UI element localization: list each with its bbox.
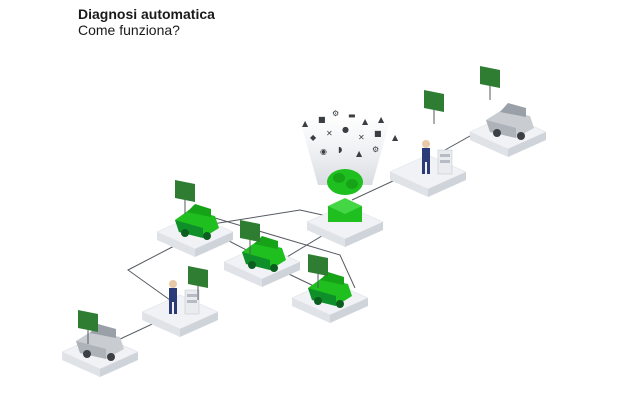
page-title: Diagnosi automatica [78, 6, 215, 22]
car-symbol-icon: ■ [374, 129, 382, 138]
engine-symbol-icon: ◆ [310, 133, 317, 142]
gear-symbol-icon: ⚙ [372, 145, 379, 154]
data-beam [300, 120, 390, 185]
connector-line [351, 179, 396, 201]
car-symbol-icon: ■ [318, 115, 326, 124]
node-car-end [469, 65, 547, 158]
warning-symbol-icon: ▲ [362, 117, 369, 126]
lightbulb-icon [423, 89, 445, 125]
tool-symbol-icon: ✕ [358, 133, 365, 142]
page-subtitle: Come funziona? [78, 22, 180, 38]
node-car-start [61, 309, 139, 378]
warning-symbol-icon: ▲ [302, 119, 309, 128]
gear-symbol-icon: ⚙ [332, 109, 339, 118]
node-green-car-1 [156, 179, 234, 258]
battery-symbol-icon: ▬ [348, 111, 356, 120]
node-technician-left [141, 265, 219, 338]
warning-symbol-icon: ▲ [378, 115, 385, 124]
warning-symbol-icon: ▲ [392, 133, 399, 142]
node-green-car-2 [223, 219, 301, 288]
node-green-car-3 [291, 253, 369, 324]
brain-icon [327, 169, 363, 195]
node-ai-brain: ▲ ■ ⚙ ▬ ▲ ▲ ◆ ✕ ● ✕ ■ ▲ ◉ ◗ ▲ ⚙ [300, 109, 399, 248]
circle-symbol-icon: ● [342, 125, 349, 134]
repair-done-icon [479, 65, 501, 101]
oil-symbol-icon: ◗ [338, 145, 342, 154]
cross-symbol-icon: ✕ [326, 129, 333, 138]
signal-symbol-icon: ◉ [320, 147, 327, 156]
node-technician-right [389, 89, 467, 198]
connector-line [127, 243, 179, 301]
warning-symbol-icon: ▲ [356, 149, 363, 158]
symbol-cloud: ▲ ■ ⚙ ▬ ▲ ▲ ◆ ✕ ● ✕ ■ ▲ ◉ ◗ ▲ ⚙ [302, 109, 399, 158]
